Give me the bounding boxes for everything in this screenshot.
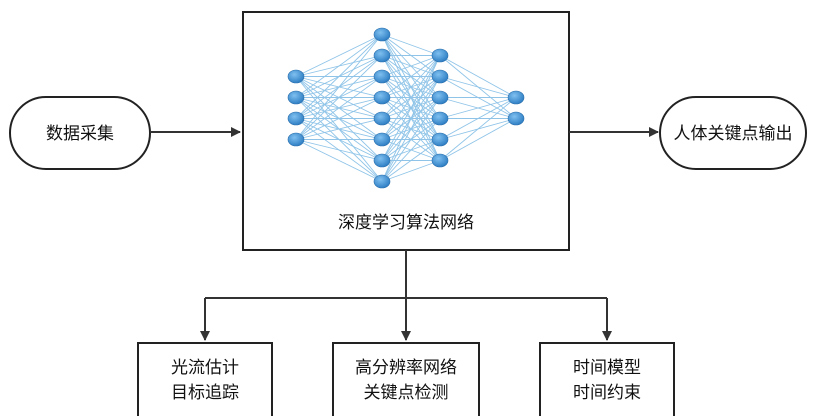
nn-neuron-layer-2	[373, 27, 391, 42]
nn-neuron-layer-2	[373, 153, 391, 168]
nn-connection	[295, 139, 383, 161]
nn-connection	[381, 55, 441, 161]
nn-neuron-layer-3	[431, 153, 449, 168]
nn-neuron-layer-2	[373, 111, 391, 126]
nn-connection	[295, 34, 383, 98]
nn-neuron-layer-2	[373, 174, 391, 189]
nn-connection	[295, 34, 383, 140]
input-node-label: 数据采集	[46, 124, 114, 144]
branch2-line1: 高分辨率网络	[355, 358, 457, 378]
branch3-line1: 时间模型	[573, 358, 641, 378]
branch3-line2: 时间约束	[573, 383, 641, 403]
nn-neuron-layer-3	[431, 111, 449, 126]
nn-neuron-layer-1	[287, 111, 305, 126]
nn-connection	[295, 97, 383, 140]
nn-connection	[381, 139, 441, 182]
nn-connection	[381, 55, 441, 182]
nn-connection	[381, 97, 441, 182]
branch1-line2: 目标追踪	[171, 383, 239, 403]
nn-connection	[295, 118, 383, 140]
nn-connection	[381, 55, 441, 98]
nn-connection	[295, 55, 383, 140]
branch1-box	[137, 342, 273, 416]
nn-connection	[381, 118, 441, 182]
branch1-line1: 光流估计	[171, 358, 239, 378]
nn-connection	[439, 55, 517, 98]
nn-neuron-layer-4	[507, 111, 525, 126]
nn-neuron-layer-2	[373, 48, 391, 63]
nn-neuron-layer-3	[431, 69, 449, 84]
network-label: 深度学习算法网络	[338, 213, 474, 233]
nn-neuron-layer-2	[373, 69, 391, 84]
nn-neuron-layer-3	[431, 48, 449, 63]
branch2-line2: 关键点检测	[364, 383, 449, 403]
output-node-box	[659, 96, 807, 170]
nn-connection	[295, 34, 383, 119]
nn-connection	[439, 97, 517, 119]
nn-connection	[381, 160, 441, 182]
output-node-label: 人体关键点输出	[674, 124, 793, 144]
nn-connection	[439, 76, 517, 98]
nn-connection	[295, 76, 383, 140]
nn-neuron-layer-1	[287, 69, 305, 84]
nn-neuron-layer-3	[431, 132, 449, 147]
branch2-box	[332, 342, 480, 416]
nn-connection	[295, 139, 383, 182]
nn-neuron-layer-2	[373, 132, 391, 147]
nn-connection	[381, 76, 441, 182]
nn-neuron-layer-1	[287, 90, 305, 105]
nn-neuron-layer-1	[287, 132, 305, 147]
nn-connection	[439, 97, 517, 161]
nn-neuron-layer-4	[507, 90, 525, 105]
nn-connection	[381, 55, 441, 140]
nn-neuron-layer-2	[373, 90, 391, 105]
nn-neuron-layer-3	[431, 90, 449, 105]
nn-connection	[439, 118, 517, 161]
nn-connection	[381, 55, 441, 77]
nn-connection	[381, 34, 441, 56]
neural-network-graphic	[287, 27, 525, 189]
nn-connection	[295, 34, 383, 77]
nn-connection	[381, 55, 441, 119]
nn-connection	[439, 97, 517, 140]
branch3-box	[539, 342, 675, 416]
